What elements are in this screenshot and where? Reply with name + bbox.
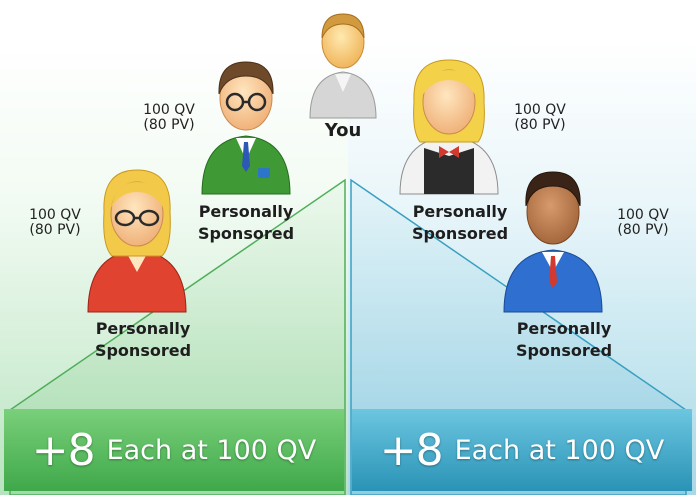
you-person-icon <box>309 13 377 119</box>
right-bonus-amount: +8 <box>379 424 444 476</box>
qv-label-right-lower: 100 QV(80 PV) <box>617 207 669 238</box>
sponsored-person-blue-icon <box>503 171 603 313</box>
qv-label-right-upper: 100 QV(80 PV) <box>514 102 566 133</box>
qv-label-left-lower: 100 QV(80 PV) <box>29 207 81 238</box>
sponsored-person-vest-icon <box>399 59 499 195</box>
right-bonus-text: Each at 100 QV <box>454 434 665 466</box>
sponsored-person-green-icon <box>201 61 291 195</box>
you-label: You <box>324 120 362 141</box>
qv-label-left-upper: 100 QV(80 PV) <box>143 102 195 133</box>
left-bonus-banner: +8 Each at 100 QV <box>4 409 344 491</box>
right-bonus-banner: +8 Each at 100 QV <box>352 409 692 491</box>
sponsored-person-red-icon <box>87 169 187 313</box>
left-bonus-text: Each at 100 QV <box>106 434 317 466</box>
left-bonus-amount: +8 <box>31 424 96 476</box>
